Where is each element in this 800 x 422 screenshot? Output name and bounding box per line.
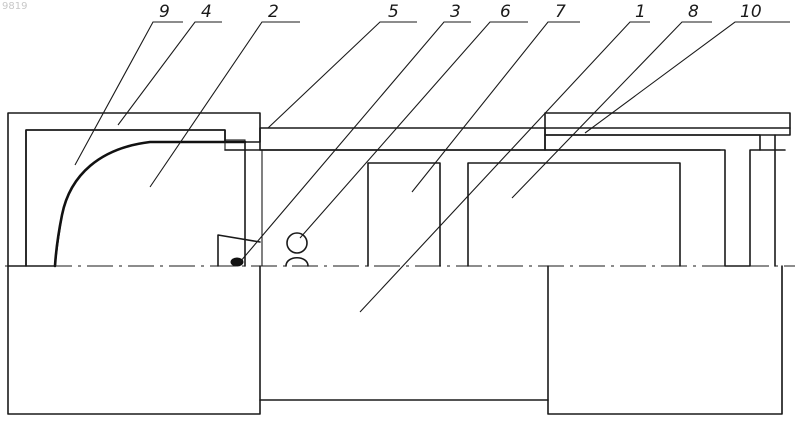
callout-labels: 9 4 2 5 3 6 7 1 8 10 (159, 2, 762, 22)
right-crosshatch-strip (545, 113, 790, 135)
box-1 (468, 163, 680, 266)
stamp-number: 9819 (2, 1, 27, 12)
lower-body (8, 266, 782, 414)
top-tube-wall (225, 128, 790, 150)
box-6 (368, 163, 440, 266)
leader-lines (75, 22, 790, 312)
lower-right-block (548, 266, 782, 414)
circle-base (286, 258, 308, 266)
callout-9: 9 (159, 2, 170, 22)
callout-10: 10 (740, 2, 762, 22)
left-end-cap (8, 113, 260, 266)
lower-left-block (8, 266, 260, 414)
callout-7: 7 (555, 2, 566, 22)
inner-curved-liner (55, 142, 245, 266)
left-shell-hatch (8, 113, 260, 266)
callout-6: 6 (500, 2, 511, 22)
right-flange-hatch (545, 135, 760, 266)
top-wall-hatch (260, 128, 545, 150)
internal-parts (218, 140, 680, 266)
right-end-cap (545, 113, 790, 266)
callout-8: 8 (688, 2, 699, 22)
callout-4: 4 (201, 2, 212, 22)
callout-1: 1 (635, 2, 646, 22)
callout-5: 5 (388, 2, 399, 22)
callout-2: 2 (268, 2, 279, 22)
circle-element-3 (287, 233, 307, 253)
callout-3: 3 (450, 2, 461, 22)
filled-marker (231, 258, 243, 266)
